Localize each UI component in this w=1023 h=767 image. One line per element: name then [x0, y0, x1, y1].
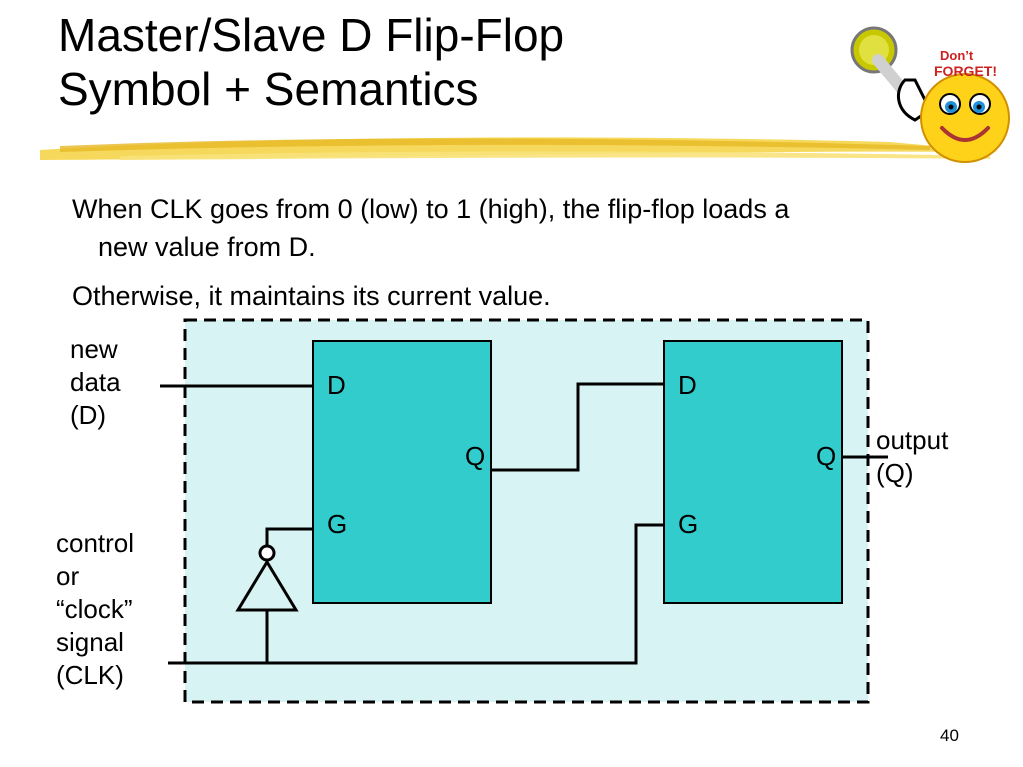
- slave-g-pin: G: [678, 509, 699, 539]
- input-label-line: new: [70, 334, 118, 364]
- input-label-line: data: [70, 367, 121, 397]
- inverter-gate: [235, 544, 299, 612]
- page-number: 40: [940, 726, 959, 745]
- title-underline-swoosh: [40, 137, 1000, 160]
- badge-line-2: FORGET!: [934, 63, 997, 79]
- bullet-maintain-value: Otherwise, it maintains its current valu…: [46, 277, 972, 315]
- slide-title: Master/Slave D Flip-Flop Symbol + Semant…: [58, 8, 564, 116]
- wires: [160, 382, 888, 665]
- slave-latch: [663, 340, 843, 604]
- clock-label-line: or: [56, 561, 80, 591]
- badge-line-1: Don’t: [940, 48, 974, 63]
- slave-d-pin: D: [678, 370, 697, 400]
- clock-wire: [168, 523, 664, 665]
- clock-label-line: signal: [56, 627, 124, 657]
- bullet-clock-edge: When CLK goes from 0 (low) to 1 (high), …: [46, 190, 972, 266]
- output-label: output (Q): [876, 424, 948, 490]
- clock-label-line: (CLK): [56, 660, 124, 690]
- bullet-1-line-2: new value from D.: [98, 232, 316, 262]
- output-label-line: output: [876, 425, 949, 455]
- master-latch: [312, 340, 492, 604]
- input-label: new data (D): [70, 333, 121, 432]
- clock-label: control or “clock” signal (CLK): [56, 527, 134, 692]
- title-line-2: Symbol + Semantics: [58, 63, 479, 115]
- master-q-pin: Q: [465, 441, 486, 471]
- slave-q-pin: Q: [816, 441, 837, 471]
- bullet-2-text: Otherwise, it maintains its current valu…: [72, 281, 551, 311]
- master-d-pin: D: [327, 370, 346, 400]
- clock-label-line: control: [56, 528, 135, 558]
- dont-forget-smiley-icon: [850, 26, 1010, 163]
- title-line-1: Master/Slave D Flip-Flop: [58, 9, 565, 61]
- bullet-1-line-1: When CLK goes from 0 (low) to 1 (high), …: [72, 194, 790, 224]
- master-to-slave-wire: [491, 382, 664, 472]
- input-label-line: (D): [70, 400, 107, 430]
- clock-label-line: “clock”: [56, 594, 133, 624]
- master-g-pin: G: [327, 509, 348, 539]
- output-label-line: (Q): [876, 458, 914, 488]
